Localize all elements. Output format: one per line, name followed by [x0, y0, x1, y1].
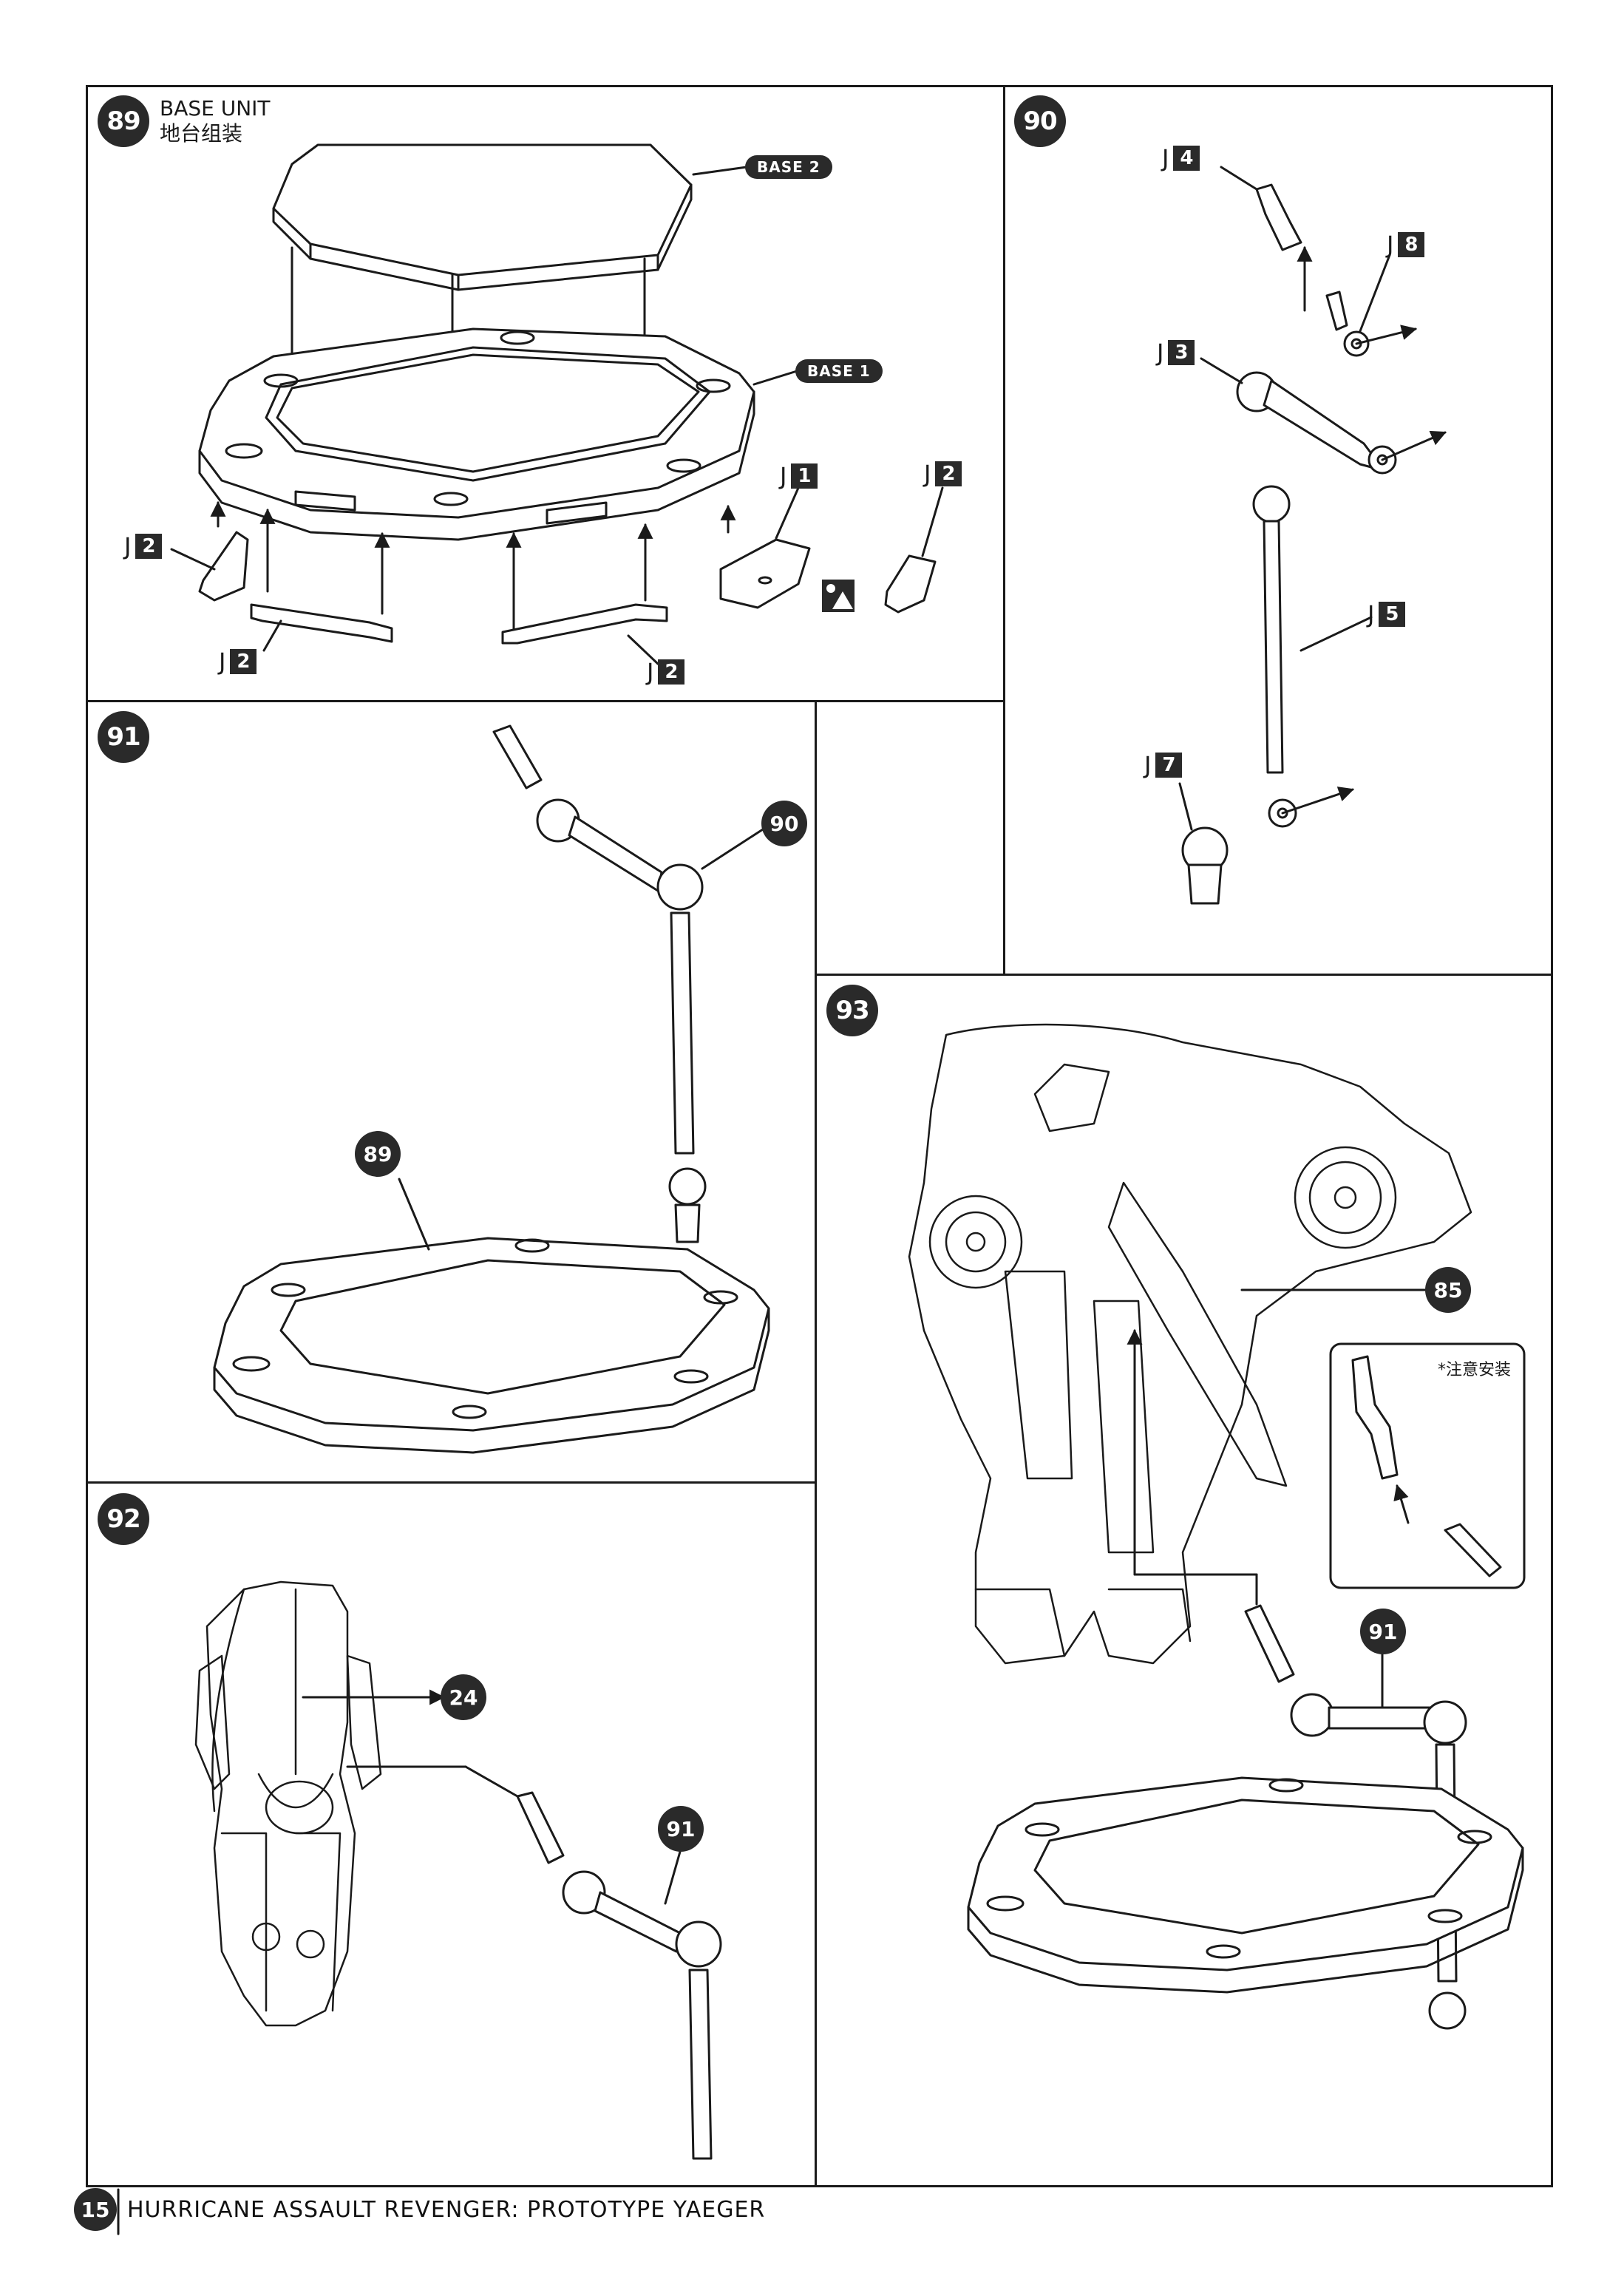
runner-letter: J [924, 460, 931, 488]
runner-letter: J [219, 648, 226, 676]
part-number: 2 [135, 534, 163, 559]
base-91 [213, 1237, 770, 1454]
detail-inset [1329, 1342, 1526, 1589]
part-j2-bar-right: J 2 [647, 658, 685, 686]
part-j2-bar-left: J 2 [219, 648, 257, 676]
runner-letter: J [1157, 339, 1164, 367]
page-number: 15 [74, 2188, 117, 2231]
runner-letter: J [1368, 600, 1375, 628]
step-badge-91: 91 [98, 711, 149, 763]
runner-letter: J [1387, 231, 1394, 259]
stand-arm-91 [492, 724, 707, 1243]
step-badge-89: 89 [98, 95, 149, 147]
step-badge-92: 92 [98, 1493, 149, 1545]
step-badge-93: 93 [826, 985, 878, 1036]
step-badge-90: 90 [1014, 95, 1066, 147]
part-j5: J 5 [1368, 600, 1406, 628]
base1-frame [198, 327, 755, 541]
part-number: 5 [1379, 602, 1406, 627]
part-j7: J 7 [1144, 751, 1183, 779]
j7-ball [1181, 826, 1229, 905]
part-number: 1 [791, 463, 818, 489]
cut-icon [822, 580, 855, 612]
part-number: 3 [1168, 340, 1195, 365]
j8-peg [1325, 291, 1370, 357]
base2-tag: BASE 2 [745, 155, 832, 179]
page-footer: 15 HURRICANE ASSAULT REVENGER: PROTOTYPE… [74, 2188, 765, 2231]
part-number: 7 [1155, 753, 1183, 778]
runner-letter: J [1162, 144, 1169, 172]
manual-title: HURRICANE ASSAULT REVENGER: PROTOTYPE YA… [127, 2196, 766, 2223]
step-89-title-cn: 地台组装 [160, 121, 243, 146]
base2-plate [272, 143, 693, 291]
part-j3: J 3 [1157, 339, 1195, 367]
part-number: 2 [935, 461, 962, 486]
j2-bar-right [501, 603, 668, 645]
part-j8: J 8 [1387, 231, 1425, 259]
step-89-title: BASE UNIT 地台组装 [160, 96, 271, 146]
j5-pole [1252, 485, 1297, 828]
part-j4: J 4 [1162, 144, 1200, 172]
ref-step-91: 91 [658, 1806, 704, 1852]
runner-letter: J [1144, 751, 1152, 779]
ref-step-89: 89 [355, 1131, 401, 1177]
j2-clip-right [884, 554, 937, 614]
step-89-title-en: BASE UNIT [160, 96, 271, 120]
runner-letter: J [124, 532, 132, 560]
part-number: 2 [658, 659, 685, 685]
runner-letter: J [647, 658, 654, 686]
robot-93 [908, 1023, 1472, 1665]
ref-step-90: 90 [761, 801, 807, 846]
ref-part-85: 85 [1425, 1267, 1471, 1313]
ref-part-24: 24 [441, 1674, 486, 1720]
j4-joint [1255, 183, 1302, 251]
j2-bar-left [250, 603, 393, 643]
part-j2-right: J 2 [924, 460, 962, 488]
stand-arm-92 [516, 1791, 722, 2160]
part-j2-left: J 2 [124, 532, 163, 560]
runner-letter: J [780, 462, 787, 490]
j1-plate [719, 538, 811, 609]
figure-92 [194, 1580, 382, 2027]
install-note: *注意安装 [1438, 1361, 1512, 1379]
part-number: 2 [230, 649, 257, 674]
base-93 [967, 1776, 1524, 1994]
ref-step-91: 91 [1360, 1609, 1406, 1654]
part-number: 4 [1173, 146, 1200, 171]
base1-tag: BASE 1 [795, 359, 883, 383]
j2-clip-left [198, 531, 249, 602]
part-j1: J 1 [780, 462, 818, 490]
part-number: 8 [1398, 232, 1425, 257]
j3-arm [1236, 371, 1397, 475]
